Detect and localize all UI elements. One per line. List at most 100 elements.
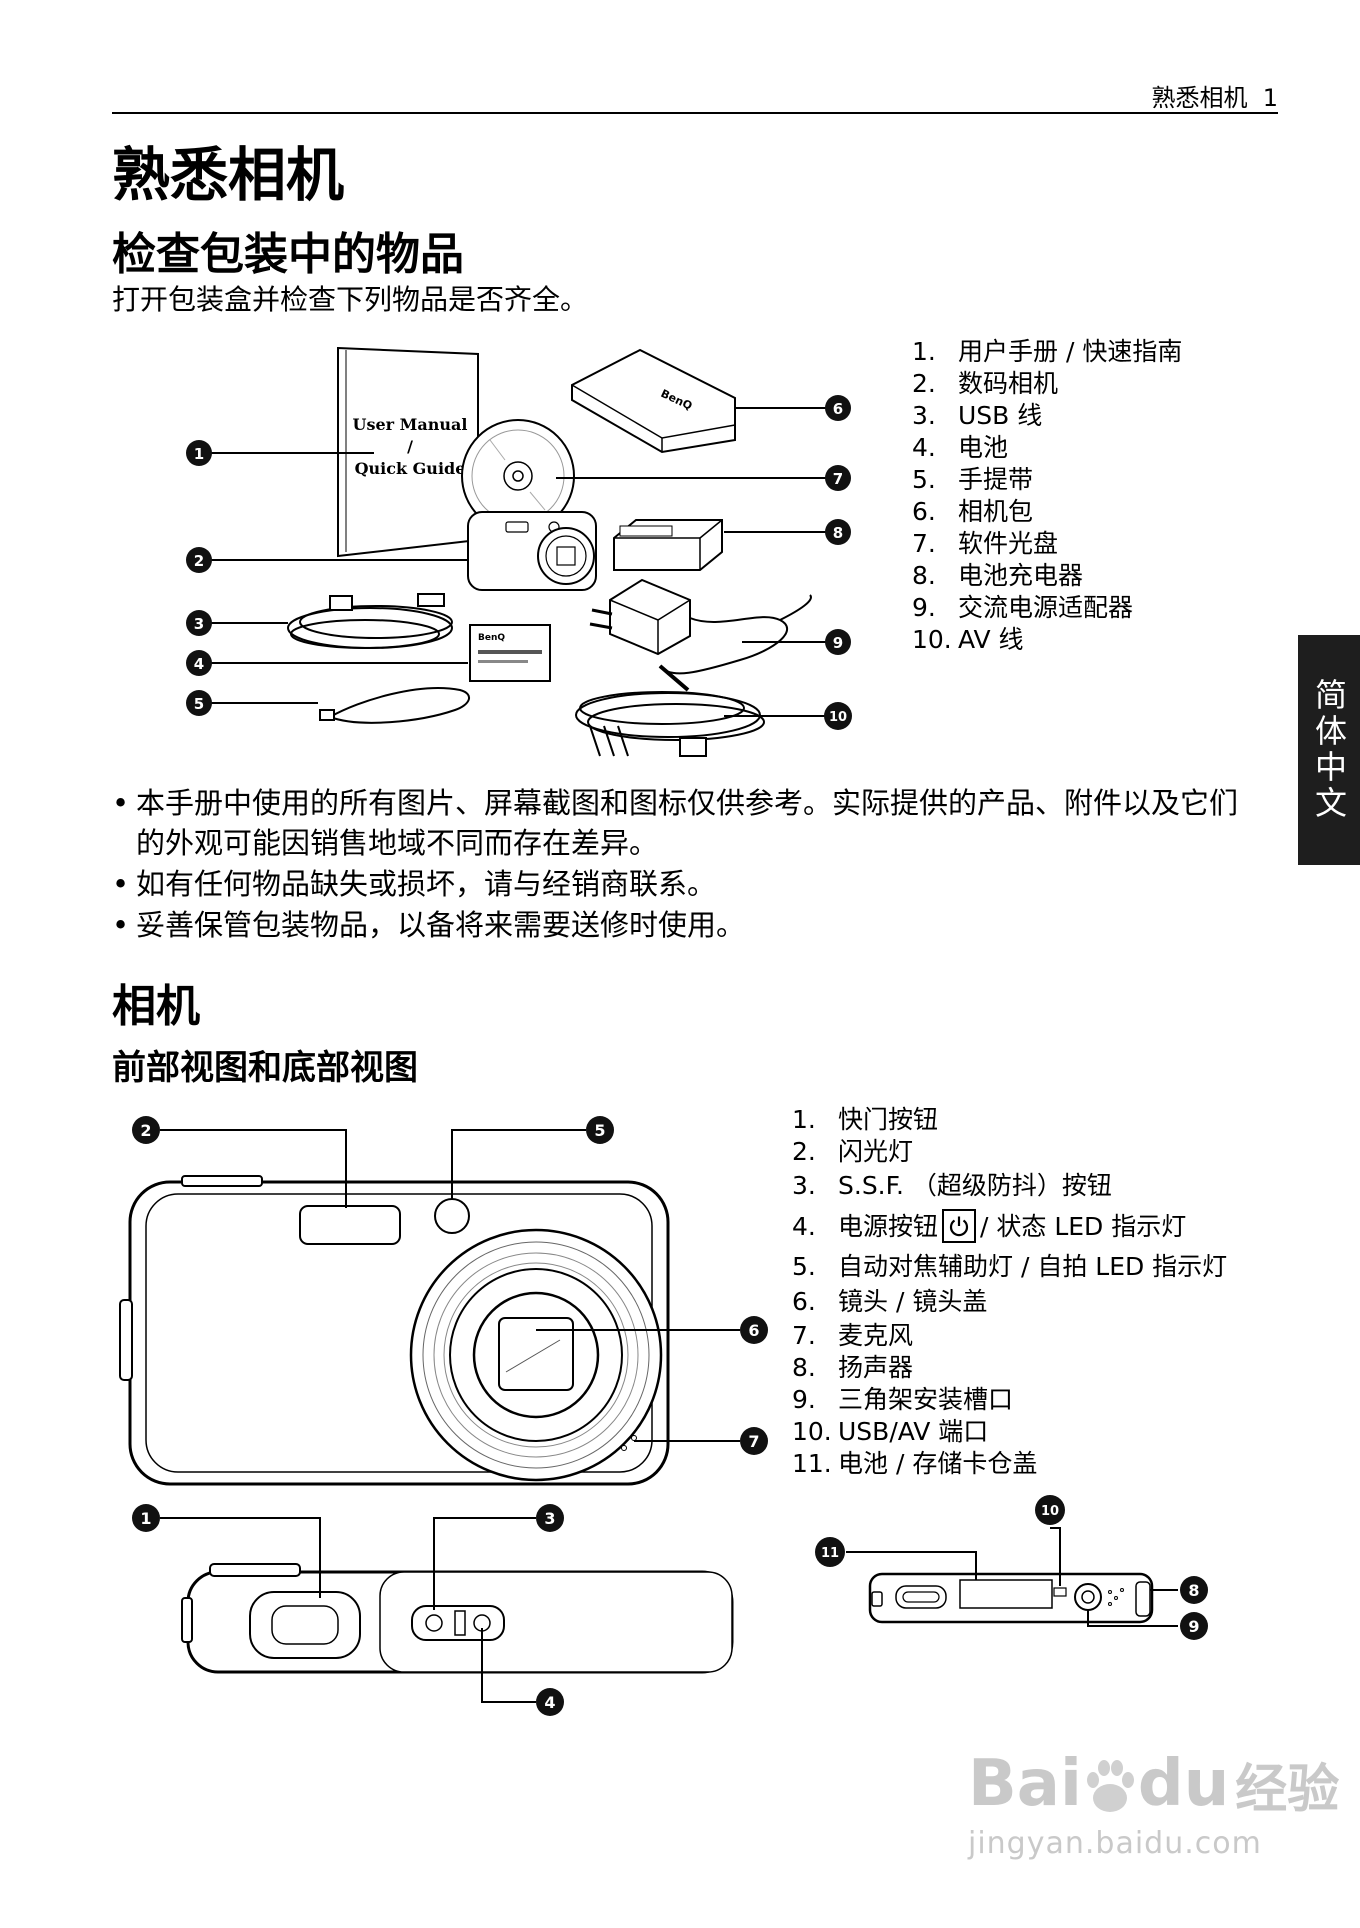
callout-label: 11 xyxy=(821,1546,839,1561)
camera-bottom-view xyxy=(868,1572,1154,1624)
item-label: 自动对焦辅助灯 / 自拍 LED 指示灯 xyxy=(838,1251,1228,1281)
list-item: 7.麦克风 xyxy=(792,1319,1227,1351)
callout-10-package: 10 xyxy=(824,702,852,730)
item-number: 10. xyxy=(792,1416,832,1446)
running-header: 熟悉相机 1 xyxy=(1151,78,1278,113)
item-number: 6. xyxy=(912,496,936,526)
item-label: 电池 xyxy=(958,432,1009,462)
list-item: 8.电池充电器 xyxy=(912,559,1182,591)
camera-leader-lines xyxy=(160,1129,1178,1703)
power-icon xyxy=(942,1209,977,1243)
list-item: 8.扬声器 xyxy=(792,1351,1227,1383)
list-item: 4. 电池 xyxy=(912,431,1182,463)
callout-7-camera: 7 xyxy=(740,1427,768,1455)
camera-top-view xyxy=(181,1563,734,1674)
item-label: USB 线 xyxy=(958,400,1043,430)
list-item: 3. USB 线 xyxy=(912,399,1182,431)
callout-6-package: 6 xyxy=(825,395,851,421)
item-number: 3. xyxy=(792,1170,816,1200)
item-number: 4. xyxy=(912,432,936,462)
battery-brand-logo: BenQ xyxy=(478,633,505,643)
list-item: 1.快门按钮 xyxy=(792,1103,1227,1135)
manual-title-line3: Quick Guide xyxy=(355,459,466,478)
item-number: 3. xyxy=(912,400,936,430)
battery: BenQ xyxy=(469,624,551,682)
item-label: 电池 / 存储卡仓盖 xyxy=(838,1448,1038,1478)
list-item: 2.闪光灯 xyxy=(792,1135,1227,1167)
callout-7-package: 7 xyxy=(825,465,851,491)
item-number: 9. xyxy=(912,592,936,622)
item-label: 麦克风 xyxy=(838,1320,914,1350)
list-item: 1.用户手册 / 快速指南 xyxy=(912,335,1182,367)
item-number: 5. xyxy=(912,464,936,494)
watermark-suffix: 经验 xyxy=(1235,1760,1340,1820)
callout-label: 9 xyxy=(833,634,843,652)
callout-3-camera: 3 xyxy=(536,1504,564,1532)
language-tab: 简体中文 xyxy=(1298,635,1360,865)
package-item-list: 1.用户手册 / 快速指南 2.数码相机 3.USB 线 4.电池 5.手提带 … xyxy=(912,335,1182,655)
section-title-package: 检查包装中的物品 xyxy=(112,229,464,280)
item-label: AV 线 xyxy=(958,624,1024,654)
callout-4-package: 4 xyxy=(186,650,212,676)
item-label: 数码相机 xyxy=(958,368,1059,398)
battery-charger xyxy=(613,519,723,571)
header-page-number: 1 xyxy=(1262,84,1278,112)
header-rule xyxy=(112,112,1278,114)
callout-8-camera: 8 xyxy=(1180,1576,1208,1604)
item-number: 2. xyxy=(912,368,936,398)
callout-label: 3 xyxy=(194,615,204,633)
note-item: 如有任何物品缺失或损坏，请与经销商联系。 xyxy=(112,864,1262,904)
callout-label: 9 xyxy=(1188,1617,1199,1636)
manual-title-line1: User Manual xyxy=(353,415,468,434)
item-label-after: / 状态 LED 指示灯 xyxy=(980,1211,1187,1241)
item-number: 2. xyxy=(792,1136,816,1166)
section-title-camera: 相机 xyxy=(112,981,200,1032)
callout-label: 10 xyxy=(1041,1504,1059,1519)
callout-label: 4 xyxy=(544,1693,555,1712)
camera-front-view xyxy=(119,1175,670,1486)
hand-strap xyxy=(319,687,470,724)
callout-4-camera: 4 xyxy=(536,1688,564,1716)
callout-3-package: 3 xyxy=(186,610,212,636)
item-number: 9. xyxy=(792,1384,816,1414)
callout-6-camera: 6 xyxy=(740,1316,768,1344)
callout-label: 8 xyxy=(1188,1581,1199,1600)
watermark-brand-2: du xyxy=(1137,1747,1230,1821)
callout-label: 3 xyxy=(544,1509,555,1528)
callout-label: 7 xyxy=(833,470,843,488)
item-number: 1. xyxy=(912,336,936,366)
item-number: 10. xyxy=(912,624,952,654)
callout-9-package: 9 xyxy=(825,629,851,655)
list-item: 7.软件光盘 xyxy=(912,527,1182,559)
item-label: USB/AV 端口 xyxy=(838,1416,989,1446)
package-notes: 本手册中使用的所有图片、屏幕截图和图标仅供参考。实际提供的产品、附件以及它们的外… xyxy=(112,783,1262,946)
callout-label: 1 xyxy=(140,1509,151,1528)
item-number: 5. xyxy=(792,1251,816,1281)
camera-small xyxy=(467,511,597,591)
package-leader-lines xyxy=(208,407,826,717)
item-number: 8. xyxy=(792,1352,816,1382)
callout-8-package: 8 xyxy=(825,519,851,545)
ac-adapter xyxy=(589,578,812,692)
callout-1-camera: 1 xyxy=(132,1504,160,1532)
item-label: 电源按钮 xyxy=(838,1211,939,1241)
callout-5-camera: 5 xyxy=(586,1116,614,1144)
item-number: 6. xyxy=(792,1286,816,1316)
item-number: 7. xyxy=(912,528,936,558)
package-intro: 打开包装盒并检查下列物品是否齐全。 xyxy=(112,283,589,316)
callout-label: 2 xyxy=(194,552,204,570)
list-item: 2. 数码相机 xyxy=(912,367,1182,399)
callout-label: 10 xyxy=(829,710,847,725)
language-tab-label: 简体中文 xyxy=(1310,678,1348,822)
item-label: 电池充电器 xyxy=(958,560,1084,590)
list-item: 5. 自动对焦辅助灯 / 自拍 LED 指示灯 xyxy=(792,1249,1227,1283)
callout-label: 7 xyxy=(748,1432,759,1451)
item-number: 11. xyxy=(792,1448,832,1478)
list-item: 4.电源按钮/ 状态 LED 指示灯 xyxy=(792,1203,1227,1249)
callout-label: 5 xyxy=(194,695,204,713)
callout-label: 2 xyxy=(140,1121,151,1140)
callout-label: 6 xyxy=(748,1321,759,1340)
header-title: 熟悉相机 xyxy=(1151,84,1248,112)
list-item: 10.USB/AV 端口 xyxy=(792,1415,1227,1447)
